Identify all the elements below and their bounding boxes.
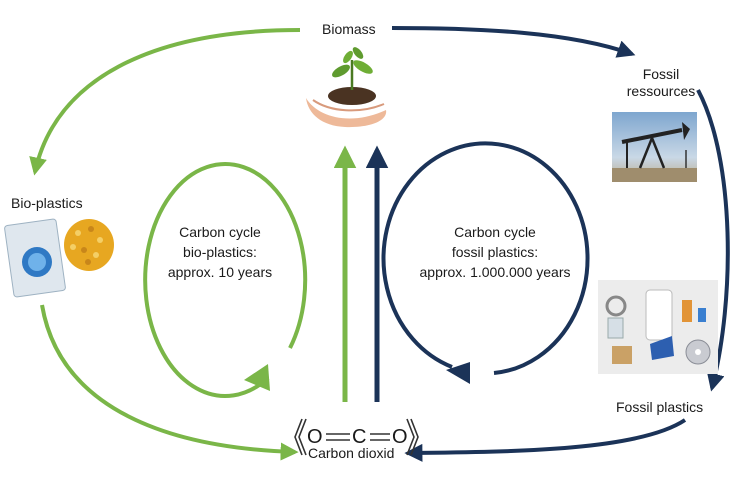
fossil-cycle-loop [381, 141, 590, 375]
bioplastic-package-icon [4, 218, 66, 298]
fossil-cycle-line3: approx. 1.000.000 years [419, 264, 571, 280]
bio-cycle-arrowhead [244, 364, 270, 391]
bio-cycle-text: Carbon cycle bio-plastics: approx. 10 ye… [150, 222, 290, 282]
fossil-cycle-line2: fossil plastics: [451, 244, 539, 260]
co2-oxygen-left: O [307, 426, 323, 448]
plant-in-hand-icon [306, 47, 387, 128]
carbon-dioxide-label: Carbon dioxid [308, 445, 395, 461]
arrow-fossil-plastics-to-co2 [404, 418, 687, 462]
fossil-resources-line2: ressources [626, 83, 696, 99]
arrow-fossil-resources-to-fossil-plastics [696, 89, 730, 392]
bio-cycle-loop [143, 162, 308, 398]
fossil-resources-line1: Fossil [642, 66, 680, 82]
co2-molecule-icon [294, 418, 419, 456]
fossil-cycle-line1: Carbon cycle [454, 224, 536, 240]
bio-cycle-line1: Carbon cycle [179, 224, 261, 240]
bio-cycle-line2: bio-plastics: [183, 244, 257, 260]
arrow-biomass-to-bioplastics [29, 28, 301, 176]
plastic-items-photo-icon [598, 280, 718, 374]
co2-oxygen-right: O [392, 426, 408, 448]
arrow-bioplastics-to-co2 [40, 304, 299, 461]
co2-carbon: C [352, 426, 367, 448]
fossil-cycle-text: Carbon cycle fossil plastics: approx. 1.… [405, 222, 585, 282]
biomass-label: Biomass [322, 21, 376, 37]
oil-pump-photo-icon [612, 112, 697, 182]
fossil-cycle-arrowhead [446, 362, 470, 384]
bioplastics-label: Bio-plastics [11, 195, 83, 211]
fossil-plastics-label: Fossil plastics [616, 399, 704, 415]
bio-cycle-line3: approx. 10 years [167, 264, 273, 280]
fossil-resources-label: Fossil ressources [616, 66, 706, 100]
pellets-icon [64, 219, 114, 271]
arrow-biomass-to-fossil-resources [391, 26, 636, 58]
